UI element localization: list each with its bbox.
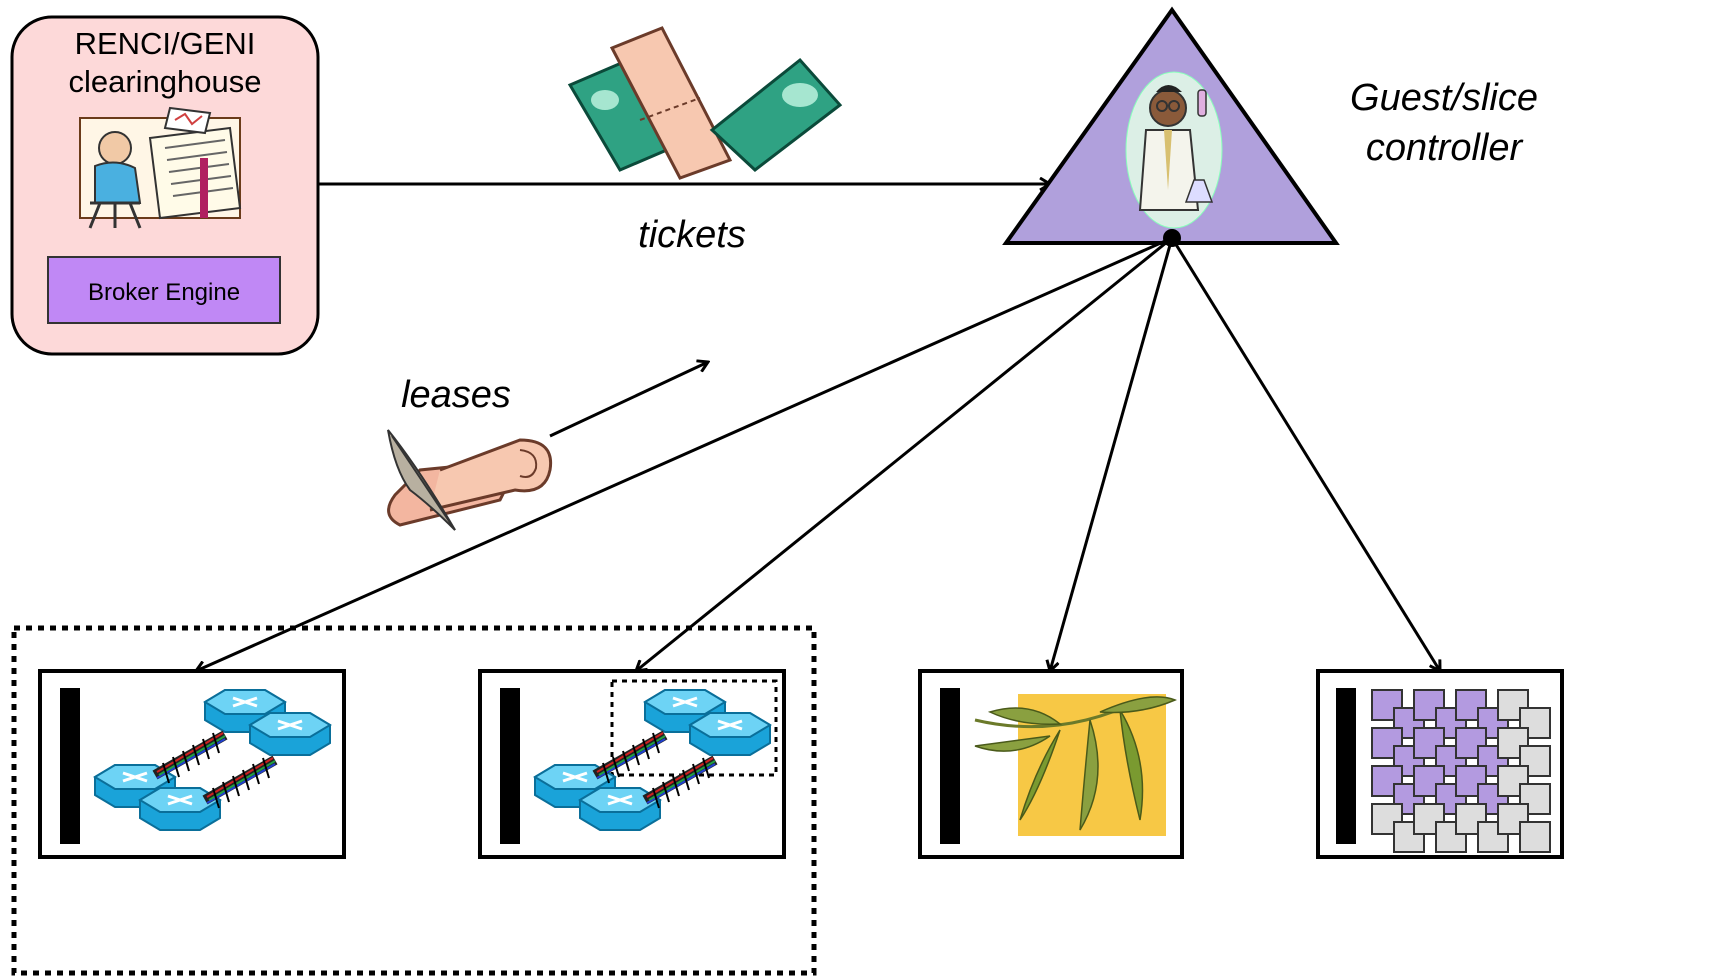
network-sites-group xyxy=(11,625,817,976)
tickets-icon xyxy=(567,26,843,180)
storage-site xyxy=(918,669,1184,859)
broker-engine-box xyxy=(47,256,281,324)
scroll-quill-icon xyxy=(387,429,553,531)
clearinghouse-title-line2: clearinghouse xyxy=(68,64,261,99)
grid-cluster-icon xyxy=(1371,689,1551,853)
tickets-label: tickets xyxy=(638,214,746,256)
controller-links xyxy=(196,236,1440,671)
broker-engine-label: Broker Engine xyxy=(88,279,240,306)
controller-label-line1: Guest/slice xyxy=(1350,77,1538,119)
leases-label: leases xyxy=(401,374,511,416)
controller-label-line2: controller xyxy=(1366,127,1524,169)
cluster-site xyxy=(1316,669,1564,859)
controller-triangle xyxy=(1002,6,1340,247)
network-site-2 xyxy=(478,669,786,859)
grid-node xyxy=(1519,821,1551,853)
clearinghouse-box: RENCI/GENI clearinghouse Broker Engine xyxy=(10,15,320,356)
clerk-desk-icon xyxy=(79,106,242,229)
clearinghouse-title-line1: RENCI/GENI xyxy=(75,26,256,61)
leases-arrow xyxy=(549,362,708,438)
network-site-1 xyxy=(38,669,346,859)
scientist-icon xyxy=(1125,71,1223,229)
bamboo-icon xyxy=(974,694,1177,836)
